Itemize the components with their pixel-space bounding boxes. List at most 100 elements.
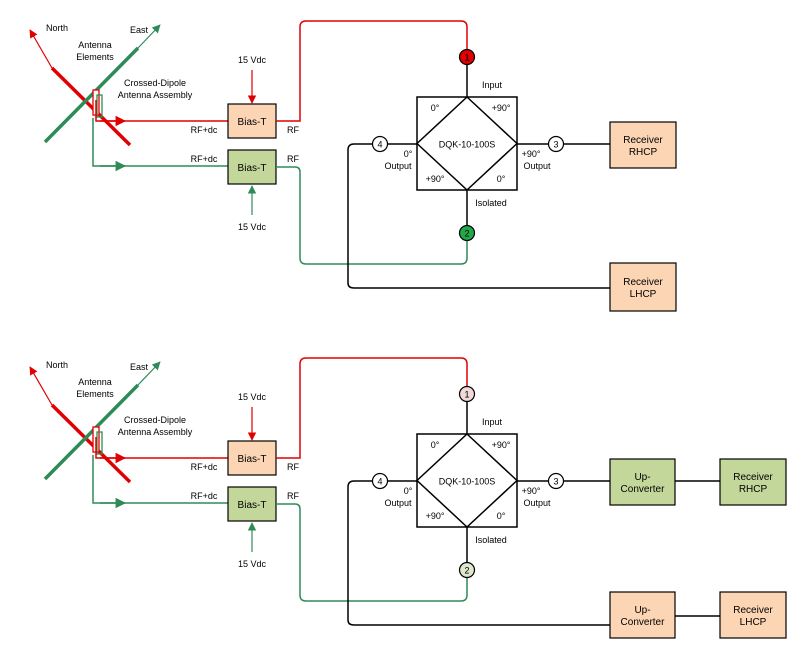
- assembly-label-1: Crossed-Dipole: [124, 415, 186, 425]
- receiver-rhcp-line1: Receiver: [733, 472, 773, 483]
- receiver-rhcp-line1: Receiver: [623, 135, 663, 146]
- green-feed-line: [92, 118, 228, 167]
- elements-label-1: Antenna: [78, 377, 112, 387]
- right-out-phase: +90°: [522, 486, 541, 496]
- hybrid-br: 0°: [497, 174, 506, 184]
- hybrid-label: DQK-10-100S: [439, 140, 496, 150]
- receiver-rhcp-line2: RHCP: [629, 147, 658, 158]
- isolated-label: Isolated: [475, 535, 507, 545]
- left-out-phase: 0°: [404, 149, 413, 159]
- red-dipole-element: [50, 403, 132, 484]
- port-3: [547, 472, 565, 490]
- north-label: North: [46, 23, 68, 33]
- bias-t-bottom: [227, 486, 277, 522]
- right-out-label: Output: [523, 161, 551, 171]
- right-out-label: Output: [523, 498, 551, 508]
- upconverter-rhcp-line2: Converter: [621, 484, 666, 495]
- east-label: East: [130, 25, 149, 35]
- port-1-number: 1: [464, 390, 469, 400]
- bias-bottom-out-label: RF: [287, 154, 299, 164]
- red-rf-line: [276, 20, 468, 122]
- right-out-phase: +90°: [522, 149, 541, 159]
- upconverter-lhcp-line2: Converter: [621, 617, 666, 628]
- east-arrow: [137, 361, 161, 386]
- receiver-lhcp-line2: LHCP: [630, 289, 657, 300]
- left-out-label: Output: [384, 161, 412, 171]
- red-rf-line: [276, 357, 468, 459]
- bias-t-top-label: Bias-T: [238, 454, 267, 465]
- east-label: East: [130, 362, 149, 372]
- upconverter-rhcp: [609, 458, 676, 506]
- lhcp-line: [347, 480, 610, 626]
- hybrid-label: DQK-10-100S: [439, 477, 496, 487]
- port-4: [371, 135, 389, 153]
- left-out-label: Output: [384, 498, 412, 508]
- upconverter-lhcp: [609, 591, 676, 639]
- feed-green: [96, 94, 103, 118]
- bias-top-supply: 15 Vdc: [238, 392, 267, 402]
- green-dipole-element: [43, 383, 140, 481]
- bias-t-top-label: Bias-T: [238, 117, 267, 128]
- port-2: [458, 224, 476, 242]
- receiver-lhcp: [609, 262, 677, 312]
- green-feed-line: [92, 455, 228, 504]
- red-feed-line: [95, 100, 228, 122]
- green-rf-line: [276, 166, 468, 265]
- port-1: [458, 385, 476, 403]
- input-label: Input: [482, 80, 503, 90]
- bias-bottom-in-label: RF+dc: [191, 154, 218, 164]
- receiver-rhcp: [609, 121, 677, 169]
- hybrid-bl: +90°: [426, 174, 445, 184]
- bias-top-in-label: RF+dc: [191, 462, 218, 472]
- bias-bottom-out-label: RF: [287, 491, 299, 501]
- upconverter-rhcp-line1: Up-: [634, 472, 650, 483]
- bias-top-out-label: RF: [287, 125, 299, 135]
- feed-green: [96, 431, 103, 455]
- port-2-number: 2: [464, 566, 469, 576]
- receiver-rhcp-line2: RHCP: [739, 484, 768, 495]
- receiver-lhcp-line1: Receiver: [733, 605, 773, 616]
- hybrid-br: 0°: [497, 511, 506, 521]
- bias-t-bottom: [227, 149, 277, 185]
- port-2-number: 2: [464, 229, 469, 239]
- hybrid-bl: +90°: [426, 511, 445, 521]
- port-1-number: 1: [464, 53, 469, 63]
- green-dipole-element: [43, 46, 140, 144]
- hybrid-tl: 0°: [431, 440, 440, 450]
- red-feed-line: [95, 437, 228, 459]
- north-arrow: [29, 366, 53, 406]
- port-3: [547, 135, 565, 153]
- assembly-label-2: Antenna Assembly: [118, 90, 193, 100]
- elements-label-2: Elements: [76, 52, 114, 62]
- lhcp-line: [347, 143, 610, 289]
- isolated-label: Isolated: [475, 198, 507, 208]
- bias-t-bottom-label: Bias-T: [238, 163, 267, 174]
- bias-top-in-label: RF+dc: [191, 125, 218, 135]
- bias-t-top: [227, 103, 277, 139]
- receiver-rhcp: [719, 458, 787, 506]
- assembly-label-2: Antenna Assembly: [118, 427, 193, 437]
- port-4-number: 4: [377, 477, 382, 487]
- port-3-number: 3: [553, 140, 558, 150]
- hybrid-tl: 0°: [431, 103, 440, 113]
- port-1: [458, 48, 476, 66]
- bias-t-bottom-label: Bias-T: [238, 500, 267, 511]
- upconverter-lhcp-line1: Up-: [634, 605, 650, 616]
- left-out-phase: 0°: [404, 486, 413, 496]
- hybrid-tr: +90°: [492, 440, 511, 450]
- receiver-lhcp-line2: LHCP: [740, 617, 767, 628]
- bias-top-supply: 15 Vdc: [238, 55, 267, 65]
- bias-bottom-supply: 15 Vdc: [238, 222, 267, 232]
- port-4-number: 4: [377, 140, 382, 150]
- north-label: North: [46, 360, 68, 370]
- red-dipole-element: [50, 66, 132, 147]
- east-arrow: [137, 24, 161, 49]
- receiver-lhcp-line1: Receiver: [623, 277, 663, 288]
- elements-label-1: Antenna: [78, 40, 112, 50]
- port-3-number: 3: [553, 477, 558, 487]
- input-label: Input: [482, 417, 503, 427]
- port-4: [371, 472, 389, 490]
